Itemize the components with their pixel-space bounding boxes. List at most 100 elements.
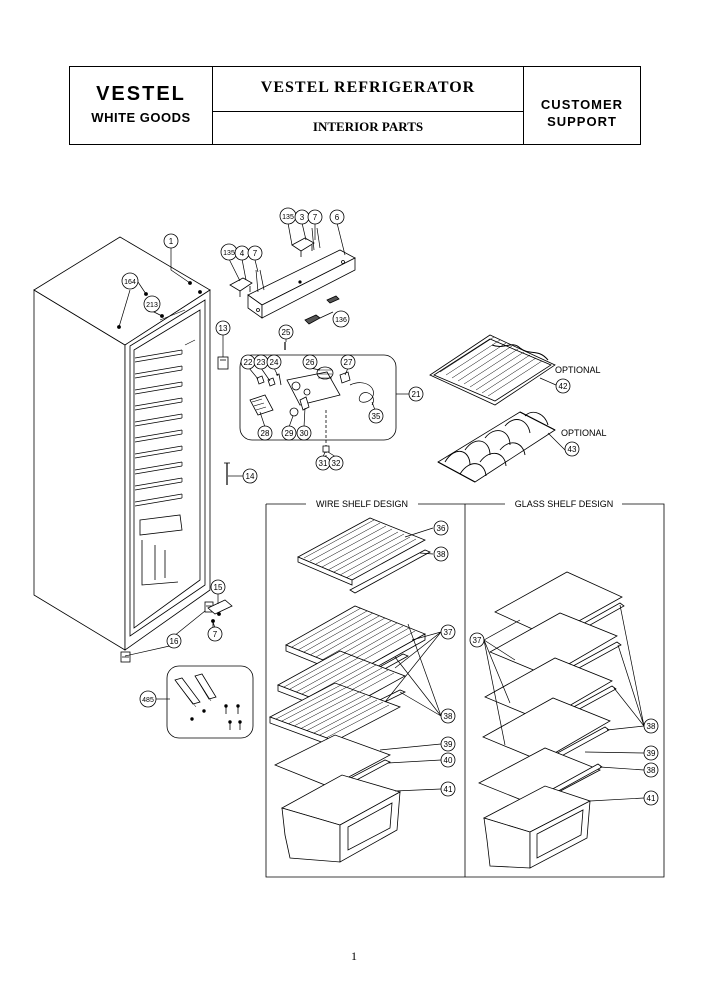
callout-w41: 41 <box>440 781 456 797</box>
callout-23-label: 23 <box>257 358 266 367</box>
callout-26: 26 <box>302 354 318 370</box>
callout-24-label: 24 <box>270 358 279 367</box>
callout-31: 31 <box>315 455 331 471</box>
callout-w38b-label: 38 <box>444 712 453 721</box>
diagram-labels: OPTIONAL OPTIONAL WIRE SHELF DESIGN GLAS… <box>316 365 613 509</box>
brand-name: VESTEL <box>96 83 186 105</box>
callout-23: 23 <box>253 354 269 370</box>
control-box-group <box>239 354 397 458</box>
callout-485: 485 <box>139 690 157 708</box>
callout-g37-label: 37 <box>473 636 482 645</box>
callout-213-label: 213 <box>146 302 158 309</box>
brand-cell: VESTEL WHITE GOODS <box>70 67 213 144</box>
callout-43-label: 43 <box>568 445 577 454</box>
callout-25: 25 <box>278 324 294 340</box>
callout-485-label: 485 <box>142 697 154 704</box>
callout-14-label: 14 <box>246 472 255 481</box>
callout-w40: 40 <box>440 752 456 768</box>
optional-label-1: OPTIONAL <box>555 365 601 375</box>
callout-28-label: 28 <box>261 429 270 438</box>
callout-13-label: 13 <box>219 324 228 333</box>
callout-15: 15 <box>210 579 226 595</box>
callout-35: 35 <box>368 408 384 424</box>
callout-w38b: 38 <box>440 708 456 724</box>
top-cover-assembly <box>229 227 356 325</box>
callout-30: 30 <box>296 425 312 441</box>
callout-135b-label: 135 <box>223 250 235 257</box>
callout-42-label: 42 <box>559 382 568 391</box>
callout-136: 136 <box>332 310 350 328</box>
callout-g39: 39 <box>643 745 659 761</box>
callout-w39-label: 39 <box>444 740 453 749</box>
callout-7b-label: 7 <box>253 249 258 258</box>
callout-13: 13 <box>215 320 231 336</box>
document-title-cell: VESTEL REFRIGERATOR INTERIOR PARTS <box>213 67 524 144</box>
callout-1: 1 <box>163 233 179 249</box>
callout-29: 29 <box>281 425 297 441</box>
callout-14: 14 <box>242 468 258 484</box>
callout-25-label: 25 <box>282 328 291 337</box>
callout-164-label: 164 <box>124 279 136 286</box>
callout-30-label: 30 <box>300 429 309 438</box>
callout-4-label: 4 <box>240 249 245 258</box>
callout-21-label: 21 <box>412 390 421 399</box>
wire-shelf-design-label: WIRE SHELF DESIGN <box>316 499 408 509</box>
callout-26-label: 26 <box>306 358 315 367</box>
callout-16-label: 16 <box>170 637 179 646</box>
optional-wine-shelves <box>429 334 556 483</box>
callouts: 1 164 213 135 3 7 6 135 4 7 13 25 136 22… <box>121 207 659 806</box>
callout-w38a-label: 38 <box>437 550 446 559</box>
callout-22-label: 22 <box>244 358 253 367</box>
callout-7a: 7 <box>307 209 323 225</box>
brand-subtitle: WHITE GOODS <box>91 110 191 125</box>
design-panels <box>265 503 665 878</box>
callout-21: 21 <box>408 386 424 402</box>
callout-136-label: 136 <box>335 317 347 324</box>
callout-w37-label: 37 <box>444 628 453 637</box>
accessory-bag-485 <box>166 665 254 739</box>
callout-43: 43 <box>564 441 580 457</box>
callout-16: 16 <box>166 633 182 649</box>
callout-g41: 41 <box>643 790 659 806</box>
wire-shelf-3 <box>269 682 401 748</box>
foot-parts <box>207 599 233 628</box>
callout-32-label: 32 <box>332 459 341 468</box>
callout-27: 27 <box>340 354 356 370</box>
support-line-1: CUSTOMER <box>540 97 624 112</box>
callout-135b: 135 <box>220 243 238 261</box>
optional-label-2: OPTIONAL <box>561 428 607 438</box>
callout-7c: 7 <box>207 626 223 642</box>
callout-22: 22 <box>240 354 256 370</box>
support-label: CUSTOMER SUPPORT <box>524 96 640 130</box>
page-number: 1 <box>351 949 357 963</box>
callout-164: 164 <box>121 272 139 290</box>
callout-28: 28 <box>257 425 273 441</box>
callout-135a-label: 135 <box>282 214 294 221</box>
callout-w40-label: 40 <box>444 756 453 765</box>
callout-w36-label: 36 <box>437 524 446 533</box>
callout-1-label: 1 <box>169 237 174 246</box>
support-cell: CUSTOMER SUPPORT <box>524 67 640 144</box>
support-line-2: SUPPORT <box>547 114 617 129</box>
callout-g37: 37 <box>469 632 485 648</box>
callout-4: 4 <box>234 245 250 261</box>
callout-g38b-label: 38 <box>647 766 656 775</box>
callout-w36: 36 <box>433 520 449 536</box>
callout-213: 213 <box>143 295 161 313</box>
callout-g38a: 38 <box>643 718 659 734</box>
callout-3: 3 <box>294 209 310 225</box>
callout-w39: 39 <box>440 736 456 752</box>
callout-42: 42 <box>555 378 571 394</box>
callout-27-label: 27 <box>344 358 353 367</box>
callout-g38b: 38 <box>643 762 659 778</box>
callout-135a: 135 <box>279 207 297 225</box>
callout-35-label: 35 <box>372 412 381 421</box>
document-subtitle: INTERIOR PARTS <box>312 119 424 134</box>
callout-6-label: 6 <box>335 213 340 222</box>
callout-31-label: 31 <box>319 459 328 468</box>
callout-7b: 7 <box>247 245 263 261</box>
callout-24: 24 <box>266 354 282 370</box>
callout-6: 6 <box>329 209 345 225</box>
callout-g38a-label: 38 <box>647 722 656 731</box>
